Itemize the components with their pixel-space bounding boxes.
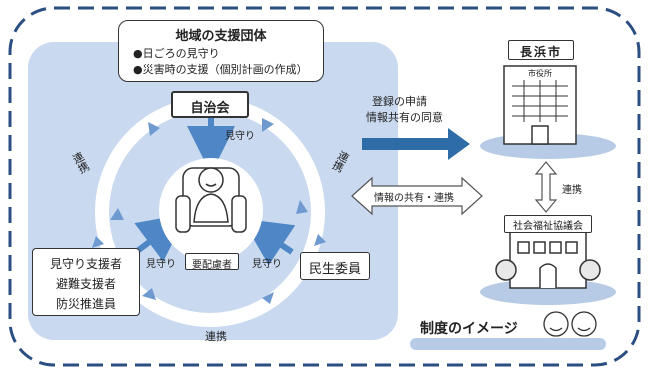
- vertical-double-arrow: [534, 161, 558, 213]
- armchair-arm-left: [175, 195, 191, 233]
- center-label: 要配慮者: [192, 260, 232, 271]
- registration-line-2: 情報共有の同意: [366, 111, 443, 124]
- face-left: [543, 311, 569, 337]
- watch-arrow-right: [242, 218, 296, 266]
- yohairyosha-label-box: 要配慮者: [185, 253, 239, 271]
- left-box-line-3: 防災推進員: [55, 297, 116, 311]
- minsei-label: 民生委員: [308, 262, 361, 277]
- left-box-line-1: 見守り支援者: [49, 257, 122, 271]
- watch-arrow-left: [134, 213, 188, 262]
- support-org-item-1: ●日ごろの見守り: [133, 47, 220, 60]
- person-body: [193, 193, 229, 223]
- registration-line-1: 登録の申請: [372, 95, 427, 108]
- ring-arrow-2: [262, 118, 274, 132]
- face-right: [571, 311, 597, 337]
- shakyo-window-2: [533, 241, 546, 254]
- ring-arrow-8: [314, 234, 326, 246]
- shakyo-title-box: 社会福祉協議会: [504, 215, 592, 233]
- renkei-vertical-label: 連携: [562, 185, 582, 196]
- shakyo-door: [539, 263, 557, 288]
- renkei-bottom-label: 連携: [205, 330, 227, 343]
- support-org-title: 地域の支援団体: [175, 29, 267, 44]
- shakyo-window-1: [517, 241, 530, 254]
- elderly-person-illustration: [175, 167, 247, 233]
- left-supporters-box: 見守り支援者 避難支援者 防災推進員: [32, 248, 140, 316]
- mimamori-top-label: 見守り: [225, 131, 255, 142]
- nagahama-title-box: 長浜市: [508, 40, 574, 60]
- support-org-box: 地域の支援団体 ●日ごろの見守り ●災害時の支援（個別計画の作成）: [118, 20, 324, 82]
- city-hall-door: [531, 125, 549, 145]
- mimamori-right-label: 見守り: [252, 259, 282, 270]
- minsei-box: 民生委員: [300, 252, 370, 280]
- ring-arrow-7: [92, 236, 104, 248]
- support-org-item-2: ●災害時の支援（個別計画の作成）: [133, 63, 308, 76]
- info-share-double-arrow: [351, 176, 483, 216]
- registration-arrow-shape: [362, 128, 470, 160]
- shakyo-title: 社会福祉協議会: [513, 221, 583, 232]
- ring-arrow-markers: [92, 118, 326, 304]
- ring-arrow-6: [262, 292, 274, 304]
- jichikai-label: 自治会: [190, 101, 230, 116]
- person-smile: [205, 183, 217, 187]
- shakyo-tree-left: [495, 259, 517, 281]
- shakyo-tree-right: [579, 259, 601, 281]
- shakyo-window-3: [549, 241, 562, 254]
- ring-arrow-4: [296, 200, 308, 214]
- jichikai-box: 自治会: [171, 91, 249, 118]
- left-box-line-2: 避難支援者: [55, 277, 116, 291]
- elderly-couple-icon: [543, 311, 597, 337]
- outer-dashed-frame: [8, 6, 641, 367]
- caption-text: 制度のイメージ: [420, 321, 518, 337]
- ring-arrow-1: [148, 122, 160, 136]
- shakyo-window-4: [565, 241, 578, 254]
- caption-bar: [410, 338, 606, 350]
- mimamori-left-label: 見守り: [146, 259, 176, 270]
- nagahama-title: 長浜市: [519, 45, 562, 59]
- city-hall-sign: 市役所: [528, 68, 552, 79]
- armchair-arm-right: [231, 195, 247, 233]
- shakyo-building: [495, 231, 601, 289]
- ring-arrow-3: [110, 208, 124, 220]
- ring-arrow-5: [142, 288, 156, 300]
- info-share-label: 情報の共有・連携: [374, 193, 454, 204]
- city-hall-windows: [512, 80, 568, 122]
- city-hall-building: [503, 65, 577, 145]
- person-head: [198, 167, 224, 193]
